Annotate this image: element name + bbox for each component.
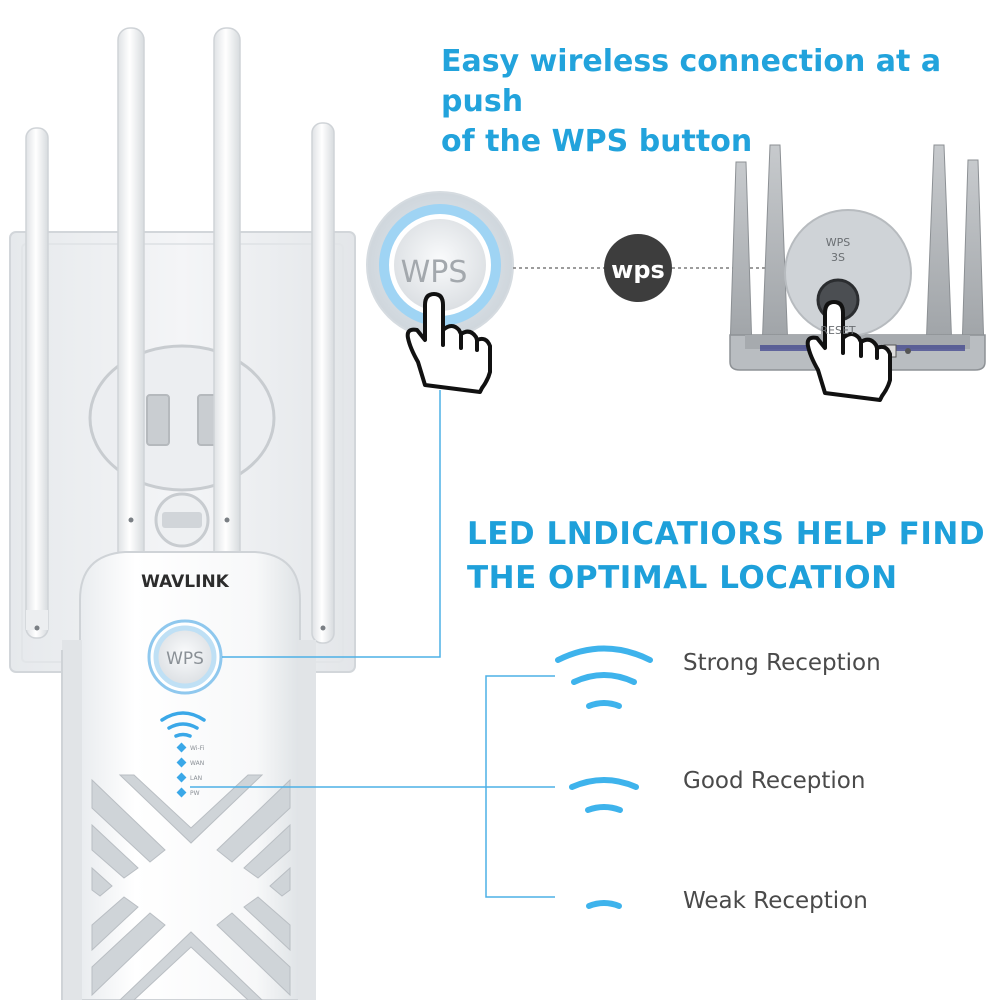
- weak-reception-label: Weak Reception: [683, 888, 868, 914]
- led-label-wan: WAN: [190, 760, 204, 767]
- router-wps-text: WPS: [826, 236, 851, 249]
- wps-badge: [604, 234, 672, 302]
- good-reception-signal-icon: [569, 777, 639, 813]
- headline-led-line1: LED LNDICATIORS HELP FIND: [467, 516, 986, 552]
- wps-badge-label: wps: [611, 256, 665, 284]
- extender-wps-label: WPS: [166, 649, 204, 669]
- router-reset-text: RESET: [820, 324, 856, 337]
- headline-wps-line1: Easy wireless connection at a push: [441, 44, 942, 119]
- weak-reception-signal-icon: [586, 900, 622, 909]
- callout-lines: [190, 390, 555, 898]
- led-label-lan: LAN: [190, 775, 202, 782]
- strong-reception-label: Strong Reception: [683, 650, 881, 676]
- extender-brand: WAVLINK: [141, 572, 230, 592]
- led-label-wifi: Wi-Fi: [190, 745, 205, 752]
- router-3s-text: 3S: [831, 251, 845, 264]
- range-extender: [61, 551, 316, 1000]
- pointing-hand-icon: [405, 292, 492, 394]
- strong-reception-signal-icon: [555, 645, 653, 709]
- led-label-pw: PW: [190, 790, 200, 797]
- wps-zoom-button: [366, 191, 514, 339]
- headline-led-line2: THE OPTIMAL LOCATION: [467, 560, 898, 596]
- headline-wps: Easy wireless connection at a push of th…: [441, 42, 991, 162]
- headline-led: LED LNDICATIORS HELP FIND THE OPTIMAL LO…: [467, 512, 987, 600]
- good-reception-label: Good Reception: [683, 768, 866, 794]
- zoom-wps-label: WPS: [401, 255, 468, 290]
- headline-wps-line2: of the WPS button: [441, 124, 753, 159]
- pointing-hand-icon: [805, 300, 892, 402]
- antennas: [25, 27, 335, 644]
